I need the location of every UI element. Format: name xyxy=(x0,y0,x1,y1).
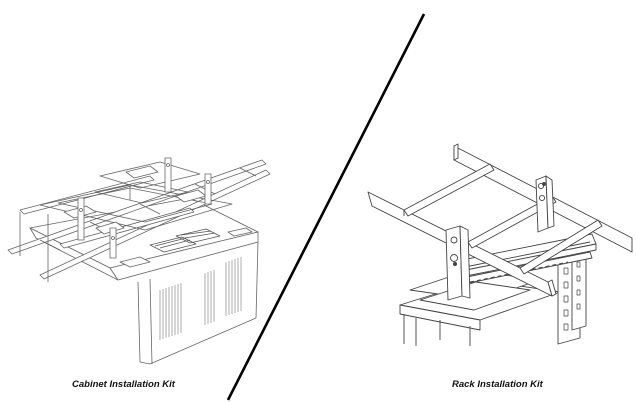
rack-lower-tray xyxy=(399,269,561,346)
cabinet-kit-drawing xyxy=(7,157,271,365)
rack-hanger-brackets xyxy=(445,175,555,301)
rack-kit-drawing xyxy=(367,143,633,346)
cabinet-top-grille xyxy=(149,228,221,253)
cabinet-vents xyxy=(159,257,242,340)
rack-uprights xyxy=(557,245,587,345)
divider-line xyxy=(226,13,426,401)
cabinet-kit-caption: Cabinet Installation Kit xyxy=(72,379,175,390)
rack-kit-caption: Rack Installation Kit xyxy=(452,379,543,390)
cabinet-ladder-rack xyxy=(7,157,271,282)
cabinet-body xyxy=(29,197,259,365)
